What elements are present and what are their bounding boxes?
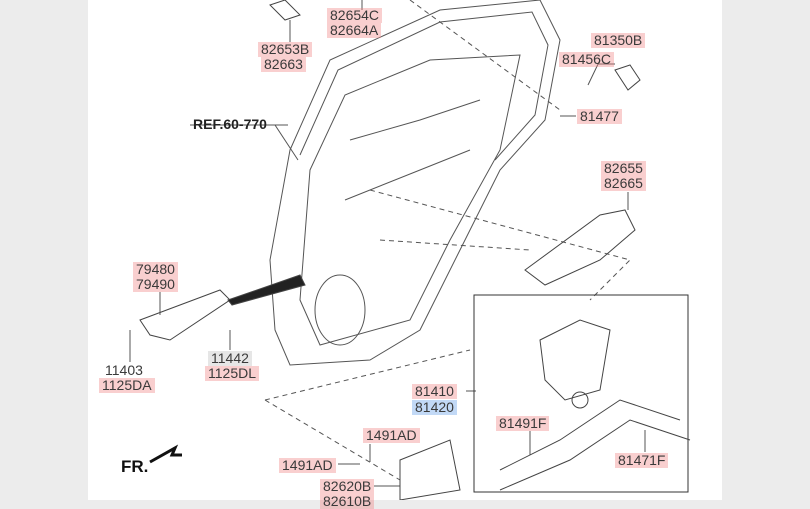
part-label[interactable]: 81491F	[496, 416, 550, 431]
part-label[interactable]: 82620B	[320, 479, 375, 494]
part-label[interactable]: 79480	[133, 262, 178, 277]
parts	[139, 0, 691, 500]
part-label[interactable]: 81477	[577, 109, 622, 124]
front-direction-label: FR.	[121, 457, 149, 476]
part-label[interactable]: 79490	[133, 277, 178, 292]
diagram-sheet	[88, 0, 722, 500]
leader-dashes	[264, 0, 631, 481]
part-label[interactable]: 81456C	[559, 52, 615, 67]
part-label[interactable]: 1125DL	[205, 366, 260, 381]
part-label[interactable]: 81471F	[615, 453, 669, 468]
part-label[interactable]: 82665	[601, 176, 646, 191]
door-outline	[269, 0, 561, 366]
part-label[interactable]: 1125DA	[99, 378, 155, 393]
part-label[interactable]: 82663	[261, 57, 306, 72]
part-label[interactable]: 81410	[412, 384, 457, 399]
leader-lines	[129, 0, 646, 487]
front-arrow-icon	[149, 444, 182, 464]
part-label[interactable]: 81350B	[591, 33, 646, 48]
part-label[interactable]: 81420	[412, 400, 457, 415]
part-label[interactable]: 82653B	[258, 42, 313, 57]
part-label[interactable]: 1491AD	[363, 428, 420, 443]
part-label[interactable]: 82654C	[327, 8, 383, 23]
reference-label: REF.60-770	[193, 116, 267, 132]
part-label[interactable]: 1491AD	[279, 458, 336, 473]
part-label[interactable]: 11403	[105, 362, 143, 378]
part-label[interactable]: 82664A	[327, 23, 382, 38]
part-label[interactable]: 11442	[208, 351, 252, 366]
part-label[interactable]: 82655	[601, 161, 646, 176]
part-label[interactable]: 82610B	[320, 494, 375, 509]
latch-detail-box	[473, 294, 689, 493]
